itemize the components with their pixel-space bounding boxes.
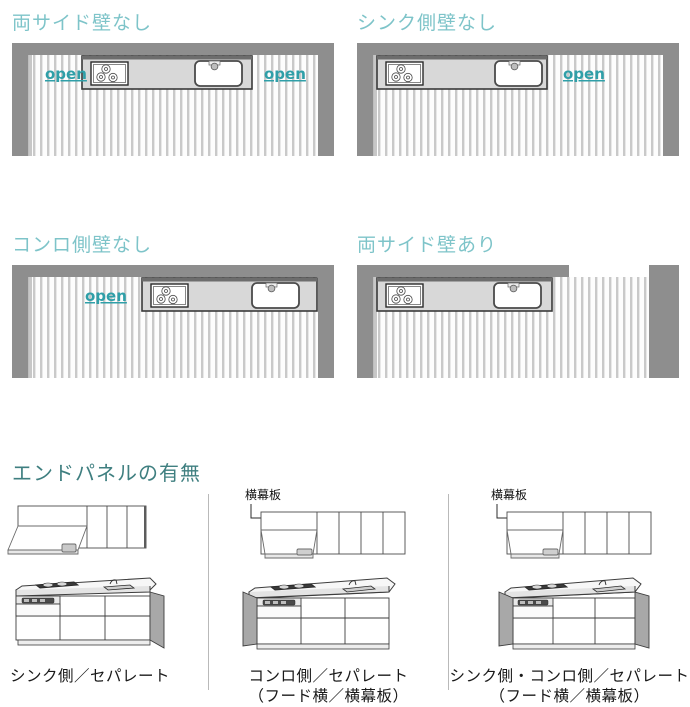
base-cabinet-drawing bbox=[0, 572, 208, 652]
plan-figure-sink-side-open: open bbox=[357, 43, 679, 156]
caption-line-1: コンロ側／セパレート bbox=[248, 667, 409, 685]
yokomaku-label: 横幕板 bbox=[491, 488, 528, 502]
plan-title: 両サイド壁あり bbox=[357, 234, 498, 256]
endpanel-column-stove-side: 横幕板 bbox=[209, 480, 448, 705]
plan-title: 両サイド壁なし bbox=[12, 12, 153, 34]
wall-cabinet-drawing bbox=[0, 500, 208, 560]
caption-line-2: （フード横／横幕板） bbox=[248, 687, 409, 706]
wall-cabinet-drawing bbox=[209, 500, 448, 560]
wall-cabinet-drawing bbox=[449, 500, 690, 560]
plan-figure-both-sides-walled bbox=[357, 265, 679, 378]
column-divider-2 bbox=[448, 494, 449, 690]
plan-figure-both-sides-open: open open bbox=[12, 43, 334, 156]
plan-title: コンロ側壁なし bbox=[12, 234, 153, 256]
plan-views-section: 両サイド壁なし bbox=[0, 0, 690, 442]
endpanel-column-sink-side: シンク側／セパレート bbox=[0, 480, 208, 700]
caption-line-1: シンク側・コンロ側／セパレート bbox=[449, 667, 690, 685]
open-label-right: open bbox=[563, 65, 605, 83]
base-cabinet-drawing bbox=[449, 572, 690, 652]
yokomaku-label: 横幕板 bbox=[245, 488, 282, 502]
endpanel-title: エンドパネルの有無 bbox=[12, 461, 201, 485]
endpanel-column-both-sides: 横幕板 bbox=[449, 480, 690, 705]
open-label-left: open bbox=[45, 65, 87, 83]
endpanel-caption-both-sides: シンク側・コンロ側／セパレート （フード横／横幕板） bbox=[449, 666, 690, 707]
open-label-left: open bbox=[85, 287, 127, 305]
open-label-right: open bbox=[264, 65, 306, 83]
plan-figure-stove-side-open: open bbox=[12, 265, 334, 378]
endpanel-caption-sink-side: シンク側／セパレート bbox=[0, 666, 218, 686]
plan-card-stove-side-open: コンロ側壁なし bbox=[0, 222, 345, 442]
caption-line-1: シンク側／セパレート bbox=[10, 667, 171, 685]
base-cabinet-drawing bbox=[209, 572, 448, 652]
endpanel-section: エンドパネルの有無 bbox=[0, 440, 690, 705]
caption-line-2: （フード横／横幕板） bbox=[489, 687, 650, 706]
plan-card-both-sides-open: 両サイド壁なし bbox=[0, 0, 345, 220]
plan-title: シンク側壁なし bbox=[357, 12, 498, 34]
endpanel-caption-stove-side: コンロ側／セパレート （フード横／横幕板） bbox=[209, 666, 448, 707]
plan-card-both-sides-walled: 両サイド壁あり bbox=[345, 222, 690, 442]
plan-card-sink-side-open: シンク側壁なし bbox=[345, 0, 690, 220]
column-divider-1 bbox=[208, 494, 209, 690]
